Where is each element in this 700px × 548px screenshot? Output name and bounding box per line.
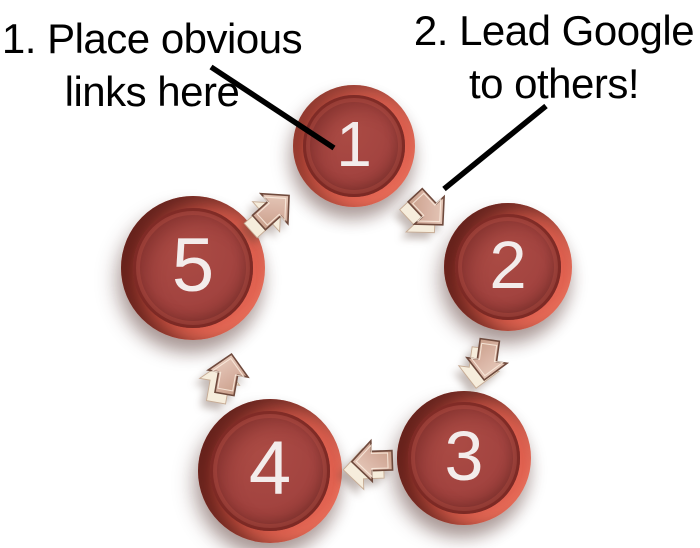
block-arrow-icon [457, 337, 510, 389]
node-face: 3 [408, 402, 520, 514]
cycle-node-1: 1 [293, 85, 415, 207]
cycle-node-5: 5 [121, 196, 265, 340]
annotation-2-leader-line [442, 103, 548, 192]
block-arrow-icon [243, 192, 290, 239]
cycle-node-4: 4 [198, 399, 342, 543]
annotation-2-line-2: to others! [468, 59, 640, 107]
node-face: 1 [303, 95, 405, 197]
node-label: 3 [444, 417, 484, 495]
annotation-1-line-2: links here [64, 67, 240, 115]
node-face: 2 [454, 213, 562, 321]
annotation-2-line-1: 2. Lead Google [413, 7, 695, 54]
block-arrow-icon [342, 438, 394, 491]
cycle-arrow-2-to-3 [457, 335, 510, 389]
node-label: 2 [489, 227, 527, 303]
cycle-arrow-1-to-2 [399, 185, 452, 235]
node-face: 5 [133, 208, 253, 328]
cycle-node-3: 3 [397, 391, 531, 525]
cycle-arrow-5-to-1 [243, 184, 297, 239]
node-face: 4 [210, 411, 330, 531]
annotation-1-line-1: 1. Place obvious [1, 15, 303, 62]
cycle-arrow-4-to-5 [198, 349, 251, 405]
cycle-arrow-3-to-4 [342, 436, 395, 491]
block-arrow-icon [198, 352, 250, 405]
node-label: 4 [248, 426, 292, 511]
annotation-2: 2. Lead Google to others! [408, 5, 700, 111]
node-label: 5 [171, 223, 215, 308]
cycle-node-2: 2 [444, 203, 572, 331]
annotation-1: 1. Place obvious links here [0, 13, 310, 119]
node-label: 1 [336, 108, 372, 180]
block-arrow-icon [399, 187, 446, 234]
